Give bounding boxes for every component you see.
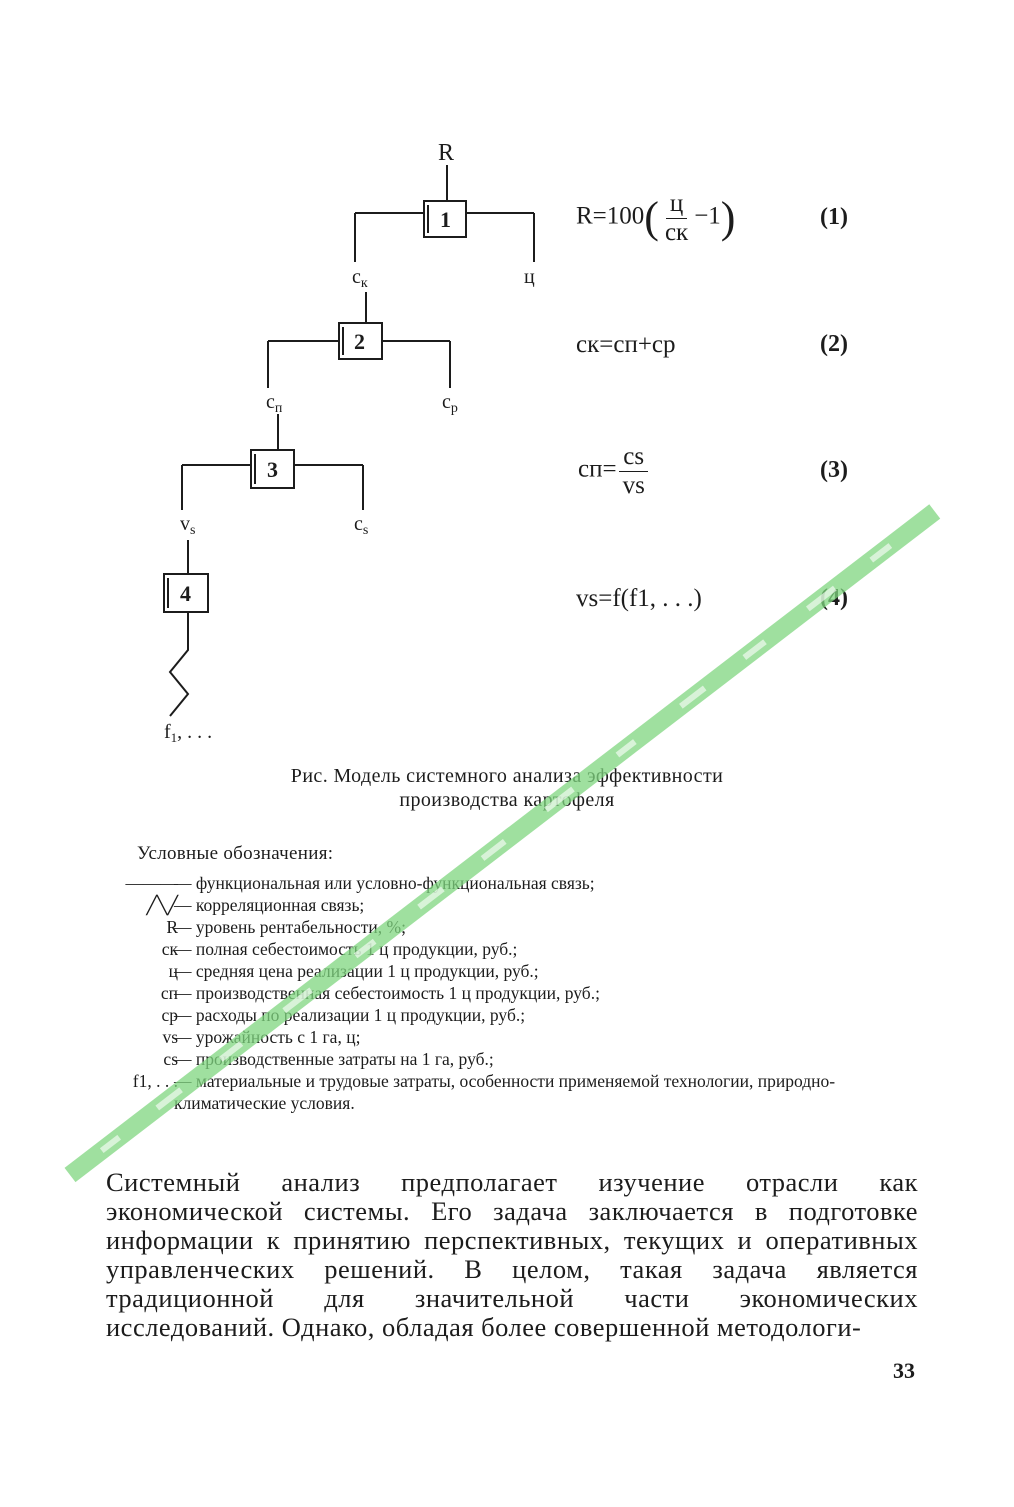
system-analysis-diagram: R 1 cк ц 2 cп cр 3 vs cs 4 f1, . . . xyxy=(163,140,535,745)
legend-item: cs— производственные затраты на 1 га, ру… xyxy=(163,1049,494,1069)
page-number: 33 xyxy=(893,1358,915,1383)
equation-3-number: (3) xyxy=(820,457,848,483)
legend-item: ———— функциональная или условно-функцион… xyxy=(125,873,595,893)
box-1-label: 1 xyxy=(440,207,451,232)
label-cr: cр xyxy=(442,391,458,416)
legend-item: vs— урожайность с 1 га, ц; xyxy=(162,1027,361,1047)
legend-item: f1, . . .— материальные и трудовые затра… xyxy=(132,1071,836,1113)
label-ck: cк xyxy=(352,266,368,291)
legend-item: R— уровень рентабельности, %; xyxy=(166,917,406,937)
legend-title: Условные обозначения: xyxy=(137,843,334,864)
label-cs: cs xyxy=(354,513,368,538)
label-R: R xyxy=(438,140,454,166)
legend-item: ╱╲╱— корреляционная связь; xyxy=(146,895,365,915)
legend-item: ц— средняя цена реализации 1 ц продукции… xyxy=(168,961,539,981)
label-f1: f1, . . . xyxy=(164,721,212,745)
label-cp: cп xyxy=(266,391,283,416)
equation-4: vs=f(f1, . . .) xyxy=(576,585,702,612)
figure-caption: Рис. Модель системного анализа эффективн… xyxy=(0,764,1014,812)
equation-4-number: (4) xyxy=(820,585,848,611)
box-2-label: 2 xyxy=(354,329,365,354)
legend-item: cп— производственная себестоимость 1 ц п… xyxy=(160,983,600,1003)
caption-line-1: Рис. Модель системного анализа эффективн… xyxy=(290,765,724,787)
equation-2-number: (2) xyxy=(820,331,848,357)
label-ts: ц xyxy=(524,266,535,288)
legend-item: cк— полная себестоимость 1 ц продукции, … xyxy=(161,939,518,959)
label-vs: vs xyxy=(180,513,195,538)
body-paragraph: Системный анализ предполагает изучение о… xyxy=(106,1167,918,1342)
box-4-label: 4 xyxy=(180,581,191,606)
box-3-label: 3 xyxy=(267,457,278,482)
equation-2: cк=cп+cр xyxy=(576,331,676,358)
legend: ———— функциональная или условно-функцион… xyxy=(90,872,930,1114)
caption-line-2: производства картофеля xyxy=(399,789,615,811)
equation-1-number: (1) xyxy=(820,204,848,230)
legend-item: cр— расходы по реализации 1 ц продукции,… xyxy=(161,1005,526,1025)
